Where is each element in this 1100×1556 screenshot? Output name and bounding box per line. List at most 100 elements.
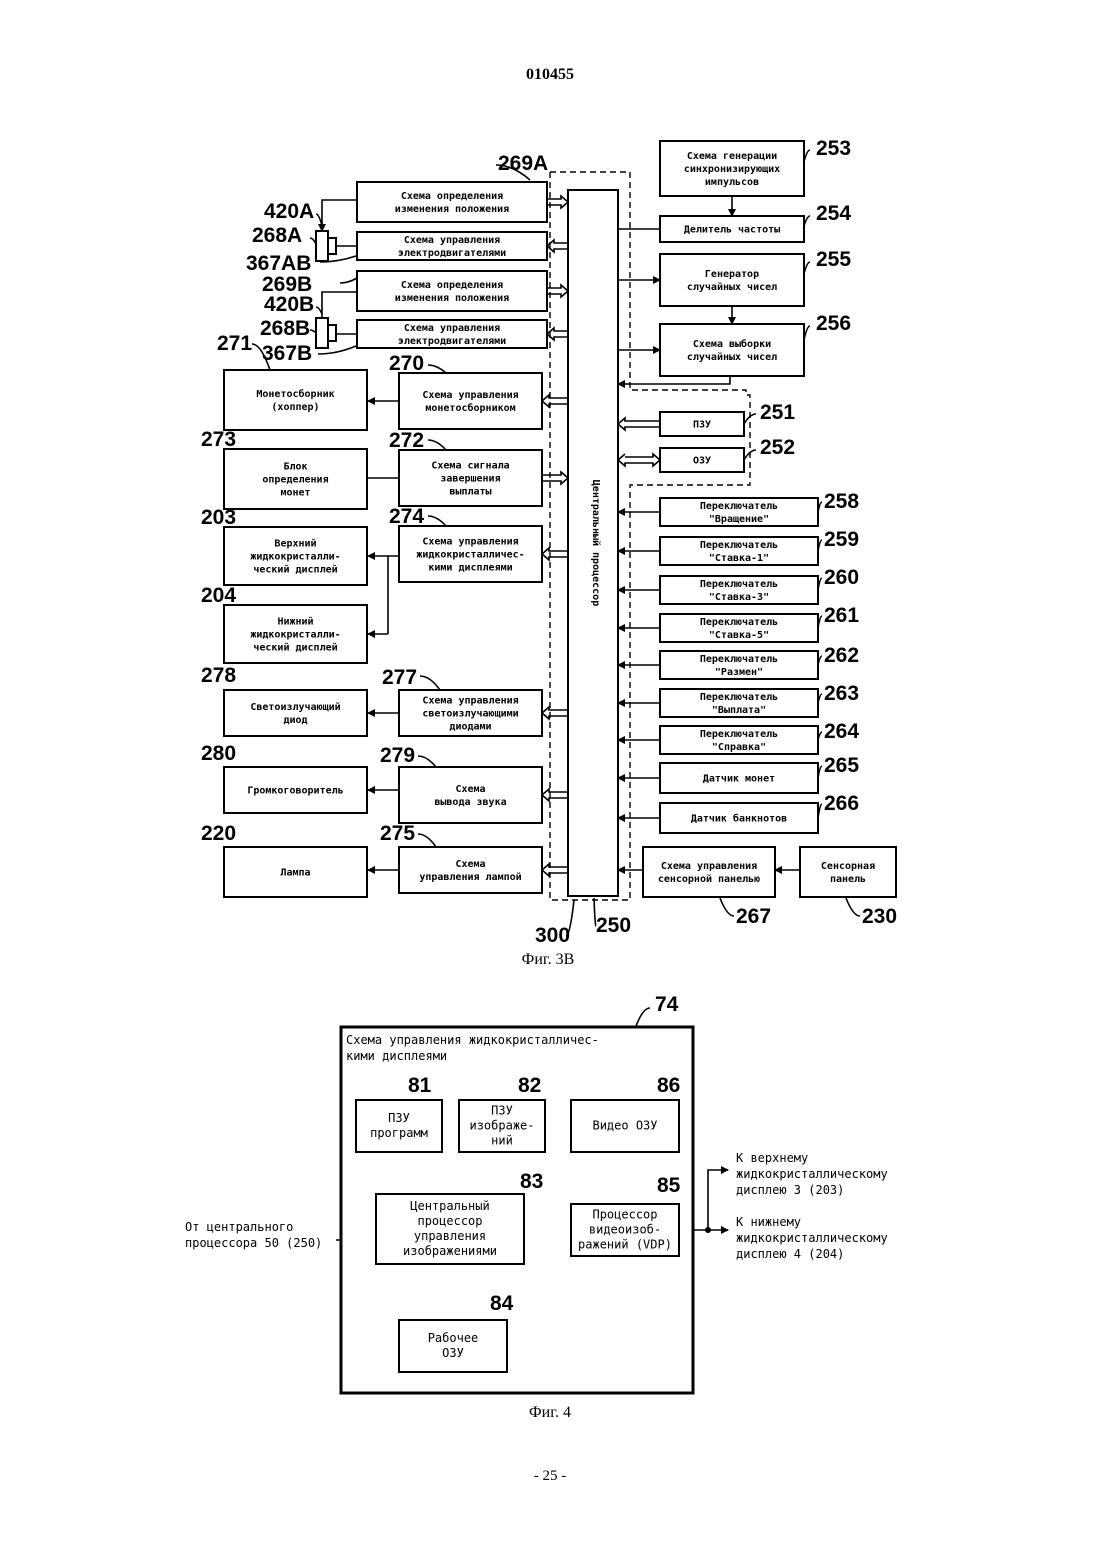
leader-line: [428, 365, 446, 373]
block-touch-panel: [800, 847, 896, 897]
ref-254: 254: [816, 202, 851, 225]
block-touch-panel-control-frame: [643, 847, 775, 897]
ref-267: 267: [736, 905, 771, 928]
ref-271: 271: [217, 332, 252, 355]
ref-278: 278: [201, 664, 236, 687]
output-lower-lcd-label: дисплею 4 (204): [736, 1247, 844, 1261]
ref-253: 253: [816, 137, 851, 160]
ref-367b: 367B: [262, 342, 312, 365]
block-ram-label: ОЗУ: [693, 456, 711, 467]
block-switch-rotation-label: Переключатель: [700, 501, 778, 512]
block-motor-control-b-label: электродвигателями: [398, 336, 506, 347]
block-sync-pulse-generator-label: синхронизирующих: [684, 164, 780, 175]
block-random-number-generator: [660, 254, 804, 306]
ref-83: 83: [520, 1170, 543, 1193]
block-program-rom-label: ПЗУ: [388, 1111, 410, 1125]
block-image-rom-label: ПЗУ: [491, 1104, 513, 1118]
output-lower-lcd-label: жидкокристаллическому: [736, 1231, 888, 1245]
lcd-control-title: кими дисплеями: [346, 1049, 447, 1063]
ref-264: 264: [824, 720, 859, 743]
ref-255: 255: [816, 248, 851, 271]
block-touch-panel-label: панель: [830, 874, 866, 885]
block-lamp-control-label: управления лампой: [419, 871, 521, 883]
leader-line: [428, 440, 446, 450]
lcd-control-title: Схема управления жидкокристалличес-: [346, 1033, 599, 1047]
block-hopper-control-label: Схема управления: [422, 390, 518, 401]
ref-280: 280: [201, 742, 236, 765]
block-hopper-label: Монетосборник: [256, 388, 334, 400]
block-switch-bet-3-label: "Ставка-3": [709, 592, 769, 603]
ref-252: 252: [760, 436, 795, 459]
block-switch-payout-label: "Выплата": [712, 705, 766, 716]
ref-230: 230: [862, 905, 897, 928]
output-upper-lcd-label: К верхнему: [736, 1151, 808, 1165]
bus-arrow: [542, 548, 568, 560]
output-lower-lcd-label: К нижнему: [736, 1215, 801, 1229]
block-position-change-detector-a-frame: [357, 182, 547, 222]
ref-256: 256: [816, 312, 851, 335]
ref-273: 273: [201, 428, 236, 451]
ref-300: 300: [535, 924, 570, 947]
block-hopper-control-label: монетосборником: [425, 402, 515, 414]
block-payout-complete-signal-label: Схема сигнала: [431, 461, 509, 472]
block-switch-change-label: "Размен": [715, 667, 763, 678]
block-image-control-cpu-label: изображениями: [403, 1244, 497, 1258]
leader-line: [636, 1008, 650, 1026]
block-switch-bet-5-label: "Ставка-5": [709, 630, 769, 641]
leader-line: [720, 898, 734, 916]
block-lamp-control: [399, 847, 542, 893]
block-coin-detector-label: Блок: [283, 462, 307, 473]
block-switch-bet-1-label: "Ставка-1": [709, 553, 769, 564]
block-hopper-frame: [224, 370, 367, 430]
block-payout-complete-signal-label: выплаты: [449, 487, 491, 498]
block-upper-lcd-label: ческий дисплей: [253, 564, 337, 576]
ref-268a: 268A: [252, 224, 302, 247]
leader-line: [428, 516, 446, 526]
block-motor-control-a-label: электродвигателями: [398, 248, 506, 259]
ref-274: 274: [389, 505, 424, 528]
block-position-change-detector-b: [357, 271, 547, 311]
block-random-number-sampler: [660, 324, 804, 376]
block-hopper: [224, 370, 367, 430]
block-sound-output-label: вывода звука: [434, 797, 506, 808]
input-from-cpu-label: От центрального: [185, 1220, 293, 1234]
block-led-control-label: светоизлучающими: [422, 709, 518, 720]
ref-275: 275: [380, 822, 415, 845]
motor-sensor-symbol: [328, 325, 336, 341]
leader-line: [316, 307, 322, 314]
figure-caption: Фиг. 3В: [522, 951, 575, 968]
link-sampler-cpu: [630, 376, 730, 384]
block-hopper-label: (хоппер): [271, 402, 319, 413]
block-switch-bet-1-label: Переключатель: [700, 540, 778, 551]
block-lamp-control-frame: [399, 847, 542, 893]
block-lower-lcd-label: ческий дисплей: [253, 642, 337, 654]
ref-251: 251: [760, 401, 795, 424]
block-image-rom-label: изображе-: [469, 1119, 534, 1133]
block-image-control-cpu-label: Центральный: [410, 1199, 489, 1213]
ref-84: 84: [490, 1292, 514, 1315]
ref-82: 82: [518, 1074, 541, 1097]
ref-260: 260: [824, 566, 859, 589]
block-switch-payout-label: Переключатель: [700, 692, 778, 703]
block-sync-pulse-generator-label: Схема генерации: [687, 151, 777, 162]
block-sound-output: [399, 767, 542, 823]
block-position-change-detector-a-label: изменения положения: [395, 204, 509, 215]
ref-265: 265: [824, 754, 859, 777]
block-lcd-control-label: кими дисплеями: [428, 563, 512, 574]
ref-74: 74: [655, 993, 679, 1016]
ref-420a: 420A: [264, 200, 314, 223]
block-upper-lcd-label: жидкокристалли-: [250, 552, 340, 563]
block-switch-change-label: Переключатель: [700, 654, 778, 665]
block-video-ram-label: Видео ОЗУ: [592, 1119, 657, 1133]
block-touch-panel-label: Сенсорная: [821, 861, 875, 872]
bus-arrow-rom: [618, 418, 660, 430]
link-out-upper: [708, 1170, 728, 1230]
block-position-change-detector-a: [357, 182, 547, 222]
ref-204: 204: [201, 584, 236, 607]
input-from-cpu-label: процессора 50 (250): [185, 1236, 322, 1250]
block-image-rom-label: ний: [491, 1134, 513, 1148]
block-touch-panel-frame: [800, 847, 896, 897]
ref-85: 85: [657, 1174, 681, 1197]
block-motor-control-a-label: Схема управления: [404, 235, 500, 246]
